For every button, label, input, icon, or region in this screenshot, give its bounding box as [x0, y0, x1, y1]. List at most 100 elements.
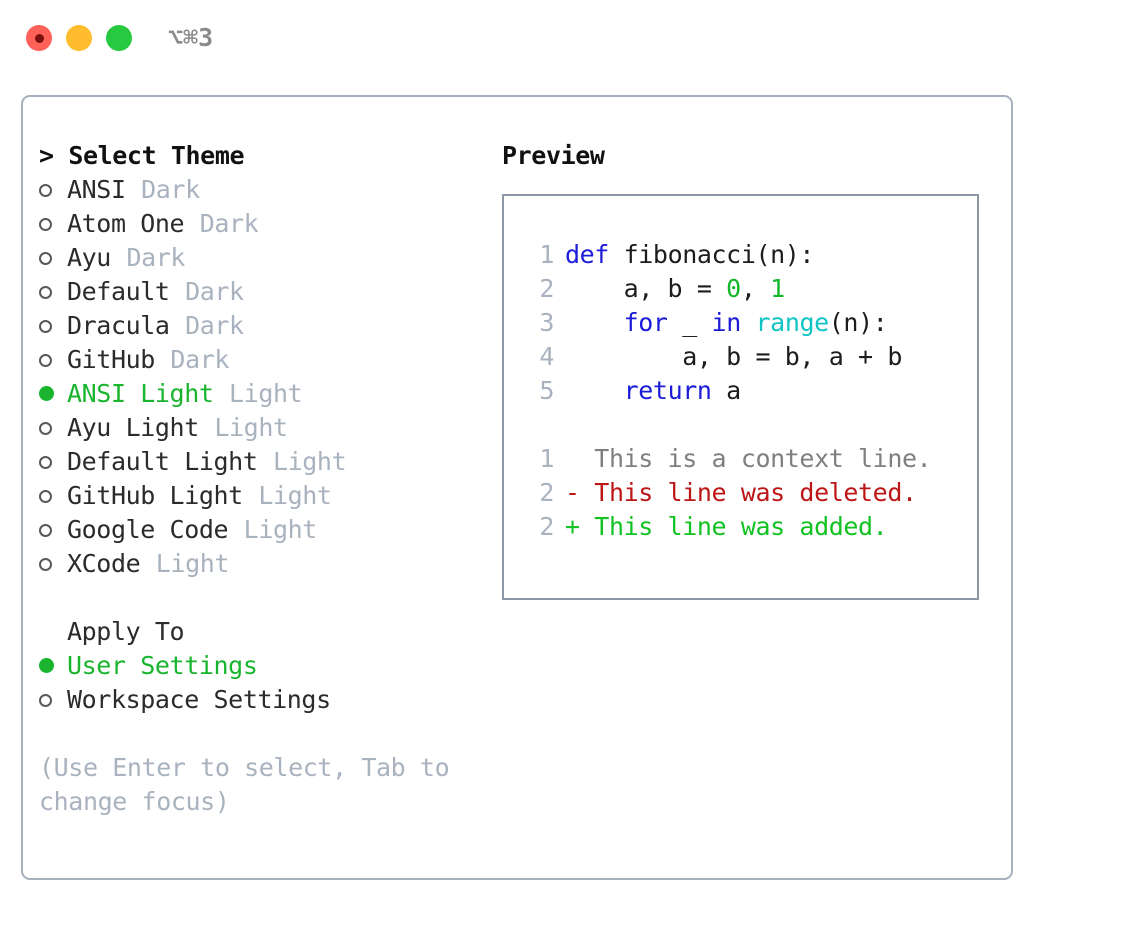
code-token-fn: range: [755, 308, 830, 337]
theme-option-7[interactable]: Ayu Light Light: [39, 411, 499, 445]
theme-variant-tag: Light: [258, 481, 332, 510]
radio-ring-icon: [39, 320, 52, 333]
theme-option-3[interactable]: Default Dark: [39, 275, 499, 309]
close-button[interactable]: [26, 25, 52, 51]
theme-variant-tag: Dark: [170, 345, 230, 374]
radio-unselected-icon: [39, 207, 67, 241]
code-token-plain: [565, 376, 624, 405]
code-line-text: a, b = 0, 1: [565, 272, 786, 306]
traffic-light-group: [26, 25, 132, 51]
code-line: 4 a, b = b, a + b: [520, 340, 977, 374]
theme-option-label: GitHub: [67, 345, 155, 374]
select-theme-heading-label: Select Theme: [68, 141, 245, 170]
radio-unselected-icon: [39, 275, 67, 309]
apply-option-0[interactable]: User Settings: [39, 649, 499, 683]
diff-line-text-ctx: This is a context line.: [565, 444, 932, 473]
recording-indicator-icon: [34, 33, 44, 43]
radio-ring-icon: [39, 184, 52, 197]
radio-ring-icon: [39, 286, 52, 299]
radio-selected-icon: [39, 649, 67, 683]
focus-caret-icon: >: [39, 141, 69, 170]
code-token-plain: fibonacci(n):: [608, 240, 815, 269]
theme-variant-tag: Light: [272, 447, 347, 476]
radio-unselected-icon: [39, 479, 67, 513]
radio-ring-icon: [39, 694, 52, 707]
theme-variant-tag: Dark: [185, 311, 244, 340]
diff-line-number: 1: [539, 444, 554, 473]
theme-option-label: Ayu Light: [67, 413, 199, 442]
theme-option-label: Atom One: [67, 209, 185, 238]
code-token-plain: ,: [740, 274, 771, 303]
minimize-button[interactable]: [66, 25, 92, 51]
code-token-plain: (n):: [828, 308, 888, 337]
radio-filled-dot-icon: [39, 386, 54, 401]
apply-option-label: Workspace Settings: [67, 685, 331, 714]
code-line-number: 3: [539, 308, 554, 337]
radio-unselected-icon: [39, 547, 67, 581]
code-token-plain: [565, 308, 624, 337]
code-line-text: a, b = b, a + b: [565, 340, 902, 374]
radio-ring-icon: [39, 456, 52, 469]
radio-ring-icon: [39, 422, 52, 435]
code-line: 3 for _ in range(n):: [520, 306, 977, 340]
theme-option-5[interactable]: GitHub Dark: [39, 343, 499, 377]
window-titlebar: ⌥⌘3: [0, 0, 1140, 78]
help-hint-text: (Use Enter to select, Tab to change focu…: [39, 753, 464, 816]
theme-variant-tag: Dark: [185, 277, 244, 306]
theme-variant-tag: Light: [229, 379, 303, 408]
theme-variant-tag: Dark: [141, 175, 200, 204]
preview-heading: Preview: [502, 141, 605, 170]
diff-line-number: 2: [539, 478, 554, 507]
code-line-text: def fibonacci(n):: [565, 238, 814, 272]
theme-option-8[interactable]: Default Light Light: [39, 445, 499, 479]
code-token-num: 0: [726, 274, 741, 303]
theme-option-label: Default Light: [67, 447, 258, 476]
code-line-text: for _ in range(n):: [565, 306, 888, 340]
radio-ring-icon: [39, 252, 52, 265]
code-token-kw: def: [565, 240, 609, 269]
theme-option-4[interactable]: Dracula Dark: [39, 309, 499, 343]
code-token-kw: in: [711, 308, 742, 337]
theme-option-label: Default: [67, 277, 170, 306]
code-token-kw: return: [623, 376, 712, 405]
section-spacer: [39, 581, 499, 615]
apply-to-heading: Apply To: [39, 615, 499, 649]
radio-ring-icon: [39, 558, 52, 571]
help-spacer: [39, 717, 499, 751]
apply-option-1[interactable]: Workspace Settings: [39, 683, 499, 717]
code-diff-separator: [520, 408, 977, 442]
radio-unselected-icon: [39, 241, 67, 275]
theme-option-label: Dracula: [67, 311, 170, 340]
radio-unselected-icon: [39, 683, 67, 717]
theme-option-9[interactable]: GitHub Light Light: [39, 479, 499, 513]
maximize-button[interactable]: [106, 25, 132, 51]
apply-option-label: User Settings: [67, 651, 258, 680]
code-token-plain: _: [667, 308, 712, 337]
code-token-kw: for: [623, 308, 668, 337]
diff-line: 2- This line was deleted.: [520, 476, 977, 510]
radio-unselected-icon: [39, 411, 67, 445]
radio-unselected-icon: [39, 445, 67, 479]
radio-selected-icon: [39, 377, 67, 411]
theme-variant-tag: Light: [214, 413, 288, 442]
code-token-num: 1: [770, 274, 785, 303]
code-line: 2 a, b = 0, 1: [520, 272, 977, 306]
radio-unselected-icon: [39, 343, 67, 377]
code-token-plain: a, b = b, a + b: [565, 342, 902, 371]
radio-ring-icon: [39, 490, 52, 503]
theme-option-label: GitHub Light: [67, 481, 243, 510]
code-line-text: return a: [565, 374, 742, 408]
code-token-plain: [741, 308, 756, 337]
